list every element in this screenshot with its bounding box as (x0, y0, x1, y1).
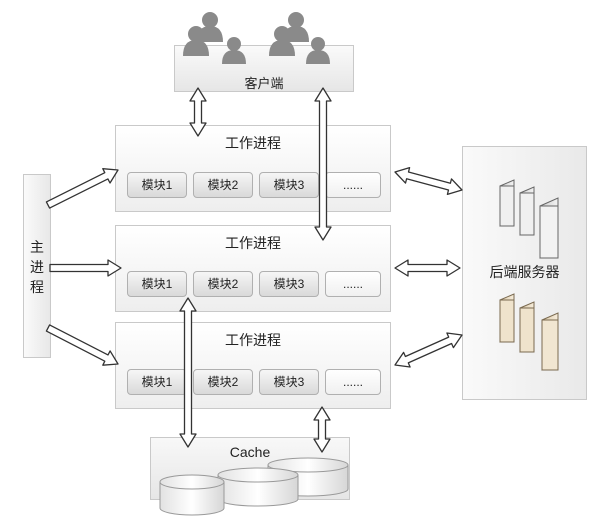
main-to-worker2-arrow (49, 259, 122, 277)
worker-title: 工作进程 (225, 332, 281, 348)
worker-title: 工作进程 (225, 135, 281, 151)
worker1-module-3: 模块3 (259, 172, 319, 198)
database-cylinder-icon (159, 457, 349, 516)
worker1-module-2: 模块2 (193, 172, 253, 198)
client-worker2-arrow (314, 87, 332, 241)
client-label: 客户端 (244, 76, 284, 91)
cache-label: Cache (229, 444, 271, 460)
worker3-backend-arrow (394, 332, 463, 368)
worker1-module-1: 模块1 (127, 172, 187, 198)
main-to-worker3-arrow (45, 324, 119, 366)
worker3-module-3: 模块3 (259, 369, 319, 395)
worker3-cache-arrow (313, 406, 331, 453)
arrows-layer (45, 87, 463, 453)
worker2-module-1: 模块1 (127, 271, 187, 297)
user-group-icon (269, 12, 330, 64)
worker2-module-3: 模块3 (259, 271, 319, 297)
worker3-module-1: 模块1 (127, 369, 187, 395)
worker2-module-2: 模块2 (193, 271, 253, 297)
main-process-label: 主 进 程 (30, 239, 44, 295)
worker3-module-more: ...... (325, 369, 381, 395)
worker-title: 工作进程 (225, 235, 281, 251)
backend-server-label: 后端服务器 (489, 264, 560, 280)
worker2-cache-arrow (179, 297, 197, 448)
user-group-icon (183, 12, 246, 64)
worker1-backend-arrow (394, 166, 463, 196)
worker3-module-2: 模块2 (193, 369, 253, 395)
main-process-box: 主 进 程 (23, 174, 51, 358)
worker-process-2: 工作进程 (115, 225, 391, 312)
worker2-module-more: ...... (325, 271, 381, 297)
backend-server-box: 后端服务器 (462, 146, 587, 400)
worker1-module-more: ...... (325, 172, 381, 198)
client-worker1-arrow (189, 87, 207, 137)
worker2-backend-arrow (394, 259, 461, 277)
server-icon (499, 293, 559, 371)
server-icon (499, 179, 559, 259)
main-to-worker1-arrow (45, 168, 119, 209)
